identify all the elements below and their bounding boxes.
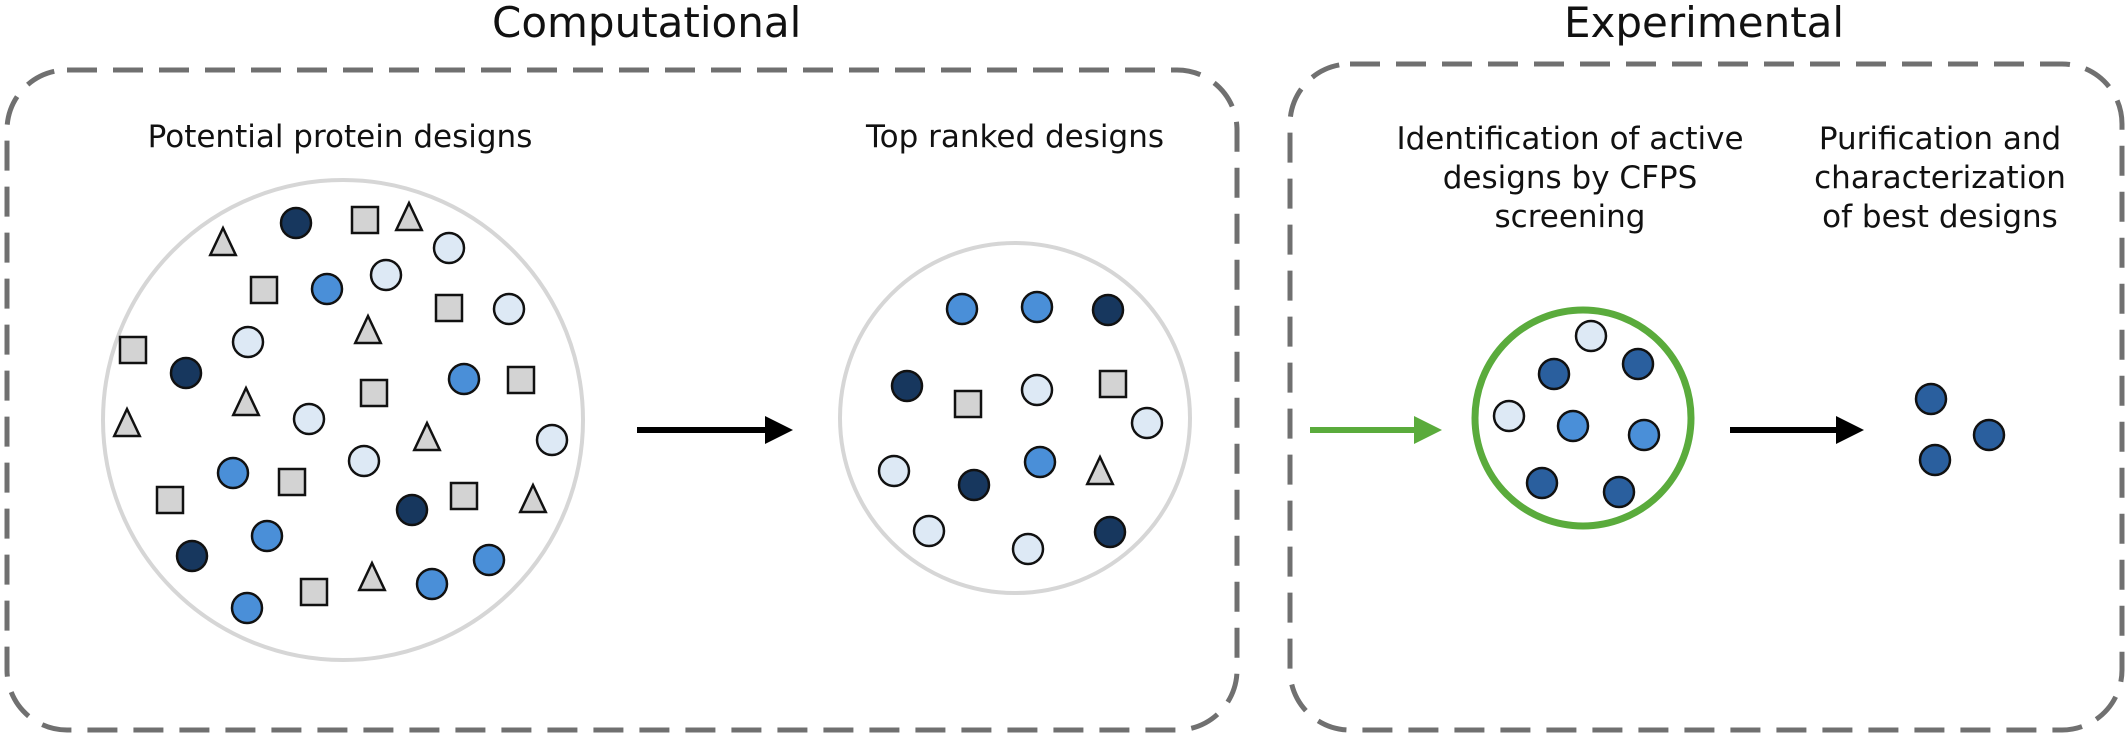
light-blue-design-circle	[1574, 319, 1608, 353]
dark-blue-design-circle	[890, 369, 924, 403]
square-design	[506, 365, 536, 395]
active-design-circle	[1972, 418, 2006, 452]
light-blue-design-circle	[1011, 532, 1045, 566]
blue-design-circle	[1556, 409, 1590, 443]
square-design	[118, 335, 148, 365]
identification-line-1: Identification of active	[1396, 121, 1744, 157]
light-blue-design-circle	[535, 423, 569, 457]
active-design-circle	[1914, 382, 1948, 416]
experimental-title: Experimental	[1564, 0, 1845, 47]
blue-design-circle	[230, 591, 264, 625]
light-blue-design-circle	[347, 444, 381, 478]
purification-line-2: characterization	[1814, 160, 2066, 196]
square-design	[434, 293, 464, 323]
experimental-box	[1287, 61, 2125, 733]
square-design	[1098, 369, 1128, 399]
blue-design-circle	[415, 567, 449, 601]
purification-line-1: Purification and	[1818, 121, 2062, 157]
triangle-design	[518, 482, 548, 514]
identification-line-2: designs by CFPS	[1442, 160, 1698, 196]
top-ranked-pool	[838, 241, 1192, 595]
active-design-circle	[1537, 357, 1571, 391]
purification-line-3: of best designs	[1822, 199, 2058, 235]
dark-blue-design-circle	[1091, 293, 1125, 327]
blue-design-circle	[447, 362, 481, 396]
square-design	[299, 577, 329, 607]
triangle-design	[412, 420, 442, 452]
triangle-design	[112, 406, 142, 438]
light-blue-design-circle	[492, 292, 526, 326]
computational-title: Computational	[492, 0, 802, 47]
active-design-circle	[1621, 347, 1655, 381]
blue-design-circle	[1023, 445, 1057, 479]
triangle-design	[208, 225, 238, 257]
blue-design-circle	[250, 519, 284, 553]
light-blue-design-circle	[1492, 399, 1526, 433]
dark-blue-design-circle	[395, 493, 429, 527]
light-blue-design-circle	[1130, 406, 1164, 440]
dark-blue-design-circle	[175, 539, 209, 573]
light-blue-design-circle	[292, 402, 326, 436]
blue-design-circle	[216, 456, 250, 490]
blue-design-circle	[310, 272, 344, 306]
square-design	[359, 378, 389, 408]
light-blue-design-circle	[1020, 373, 1054, 407]
arrow-to-top-ranked	[637, 416, 793, 444]
dark-blue-design-circle	[279, 206, 313, 240]
purification-label: Purification and characterization of bes…	[1790, 120, 2090, 237]
potential-designs-label: Potential protein designs	[147, 119, 533, 155]
triangle-design	[394, 200, 424, 232]
triangle-design	[231, 385, 261, 417]
screening-pool	[1471, 306, 1695, 530]
light-blue-design-circle	[369, 258, 403, 292]
blue-design-circle	[472, 543, 506, 577]
light-blue-design-circle	[231, 325, 265, 359]
square-design	[449, 481, 479, 511]
active-design-circle	[1918, 443, 1952, 477]
active-design-circle	[1525, 466, 1559, 500]
light-blue-design-circle	[432, 231, 466, 265]
blue-design-circle	[1020, 290, 1054, 324]
green-arrow-to-screening	[1310, 416, 1442, 444]
light-blue-design-circle	[877, 454, 911, 488]
dark-blue-design-circle	[957, 468, 991, 502]
computational-box	[4, 67, 1240, 733]
dark-blue-design-circle	[169, 356, 203, 390]
blue-design-circle	[1627, 418, 1661, 452]
square-design	[277, 467, 307, 497]
arrow-to-best	[1730, 416, 1864, 444]
design-shapes	[112, 200, 2006, 625]
triangle-design	[353, 313, 383, 345]
identification-label: Identification of active designs by CFPS…	[1370, 120, 1770, 237]
square-design	[350, 205, 380, 235]
blue-design-circle	[945, 292, 979, 326]
square-design	[155, 485, 185, 515]
square-design	[249, 275, 279, 305]
active-design-circle	[1602, 475, 1636, 509]
identification-line-3: screening	[1494, 199, 1646, 235]
top-ranked-label: Top ranked designs	[866, 119, 1164, 155]
dark-blue-design-circle	[1093, 515, 1127, 549]
triangle-design	[357, 560, 387, 592]
light-blue-design-circle	[912, 514, 946, 548]
square-design	[953, 389, 983, 419]
triangle-design	[1085, 454, 1115, 486]
potential-designs-pool	[101, 178, 585, 662]
